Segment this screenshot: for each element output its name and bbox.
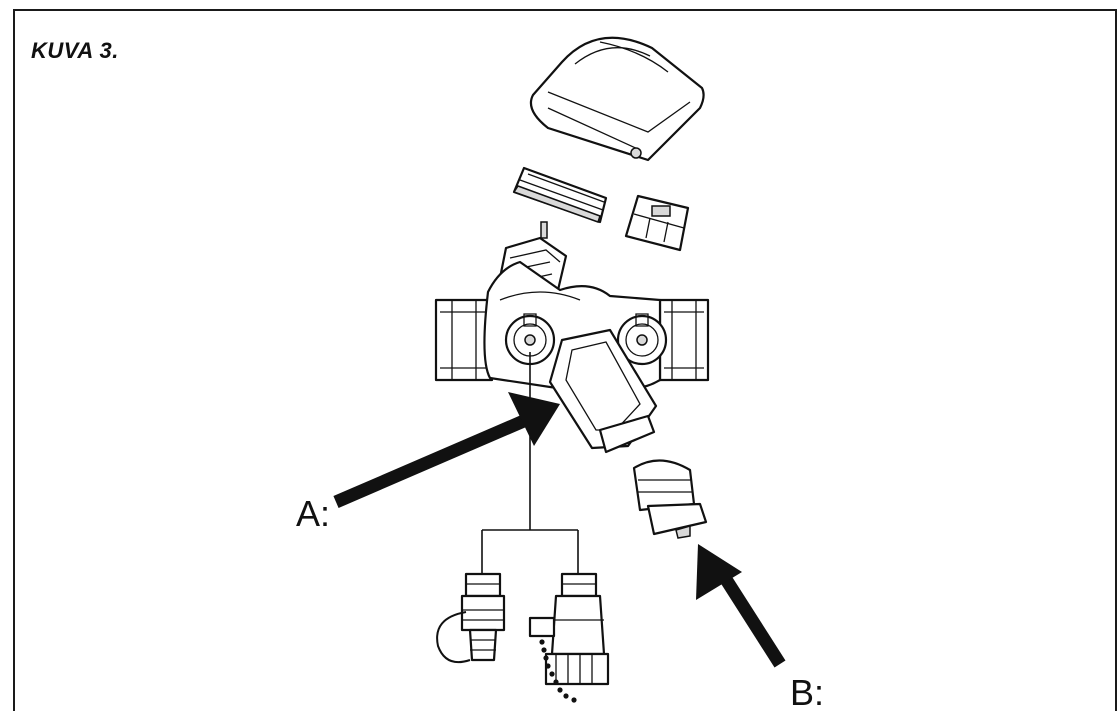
strainer-housing [548, 328, 658, 454]
arrow-b [696, 544, 786, 668]
actuator-housing [529, 36, 705, 162]
test-nipple-left [436, 572, 506, 664]
connector-lines [481, 352, 579, 574]
valve-body [434, 260, 710, 394]
small-fitting [624, 194, 690, 252]
test-nipple-right [528, 572, 610, 703]
figure-frame [13, 9, 1117, 711]
label-b: B: [790, 672, 825, 713]
figure-title: KUVA 3. [31, 38, 119, 63]
arrow-a [333, 392, 560, 508]
adapter-ring [512, 166, 608, 224]
label-a: A: [296, 493, 331, 534]
drain-plug-b [632, 459, 708, 539]
